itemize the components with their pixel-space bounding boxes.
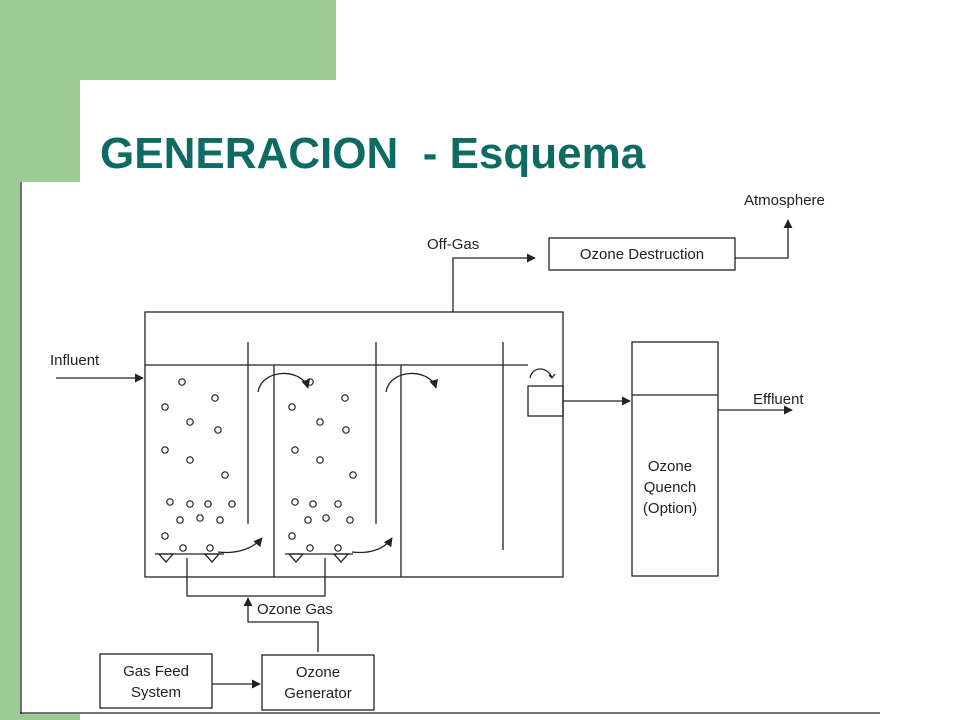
ozone-destruction-label: Ozone Destruction	[580, 246, 704, 263]
effluent-label: Effluent	[753, 391, 804, 408]
bubble	[161, 403, 169, 411]
bubble	[161, 532, 169, 540]
ozone-destruction-box	[548, 237, 736, 271]
bubble	[322, 514, 330, 522]
bubble	[186, 456, 194, 464]
ozone-gas-manifold	[186, 558, 326, 597]
bubble	[342, 426, 350, 434]
gas-feed-label-line-1: Gas Feed	[123, 663, 189, 680]
bubble	[228, 500, 236, 508]
quench-label-line-2: Quench	[644, 479, 697, 496]
outlet-flow-arc	[529, 368, 553, 379]
bubble	[306, 544, 314, 552]
ozone-gas-feed-line	[243, 597, 319, 652]
gas-feed-box	[99, 653, 213, 709]
bubble	[216, 516, 224, 524]
bubble	[214, 426, 222, 434]
gas-feed-label-line-2: System	[131, 684, 181, 701]
bubble	[221, 471, 229, 479]
outlet-weir-box	[527, 385, 564, 417]
atmosphere-label: Atmosphere	[744, 192, 825, 209]
off-gas-label: Off-Gas	[427, 236, 479, 253]
bubble	[288, 532, 296, 540]
bubble	[304, 516, 312, 524]
bubble	[196, 514, 204, 522]
bubble	[176, 516, 184, 524]
bubble-outflow-1	[217, 537, 263, 554]
bubble-outflow-2	[351, 537, 393, 554]
diagram-panel: Atmosphere Off-Gas Ozone Destruction Inf…	[20, 182, 880, 714]
ozone-gas-label: Ozone Gas	[257, 601, 333, 618]
decor-left-strip	[0, 180, 20, 720]
bubble	[346, 516, 354, 524]
bubble	[186, 418, 194, 426]
quench-label-line-3: (Option)	[643, 500, 697, 517]
bubble	[186, 500, 194, 508]
bubble	[178, 378, 186, 386]
bubble	[341, 394, 349, 402]
diffuser-nozzle	[287, 553, 305, 563]
bubble	[206, 544, 214, 552]
bubble	[306, 378, 314, 386]
bubble	[291, 498, 299, 506]
quench-label-line-1: Ozone	[648, 458, 692, 475]
bubble	[316, 418, 324, 426]
recirculation-arrow-1	[257, 372, 310, 393]
ozone-generator-label-line-2: Generator	[284, 685, 352, 702]
ozone-generator-box	[261, 654, 375, 711]
bubble	[288, 403, 296, 411]
diffuser-nozzle	[157, 553, 175, 563]
influent-label: Influent	[50, 352, 100, 369]
slide-title: GENERACION - Esquema	[100, 129, 646, 178]
bubble	[334, 544, 342, 552]
diffuser-nozzle	[203, 553, 221, 563]
outlet-flow-arc-hook	[548, 373, 556, 379]
atmosphere-pipe	[735, 219, 793, 259]
bubble	[179, 544, 187, 552]
ozone-quench-column	[631, 341, 719, 577]
diffuser-nozzle	[332, 553, 350, 563]
bubble	[204, 500, 212, 508]
recirculation-arrow-2	[385, 372, 438, 393]
bubble	[349, 471, 357, 479]
bubble	[309, 500, 317, 508]
ozonation-diagram: Atmosphere Off-Gas Ozone Destruction Inf…	[20, 182, 880, 714]
bubble	[166, 498, 174, 506]
bubble	[316, 456, 324, 464]
ozone-generator-label-line-1: Ozone	[296, 664, 340, 681]
bubble	[161, 446, 169, 454]
bubble	[291, 446, 299, 454]
contactor-tank	[144, 311, 564, 578]
bubble	[211, 394, 219, 402]
bubble	[334, 500, 342, 508]
off-gas-pipe	[452, 253, 536, 312]
